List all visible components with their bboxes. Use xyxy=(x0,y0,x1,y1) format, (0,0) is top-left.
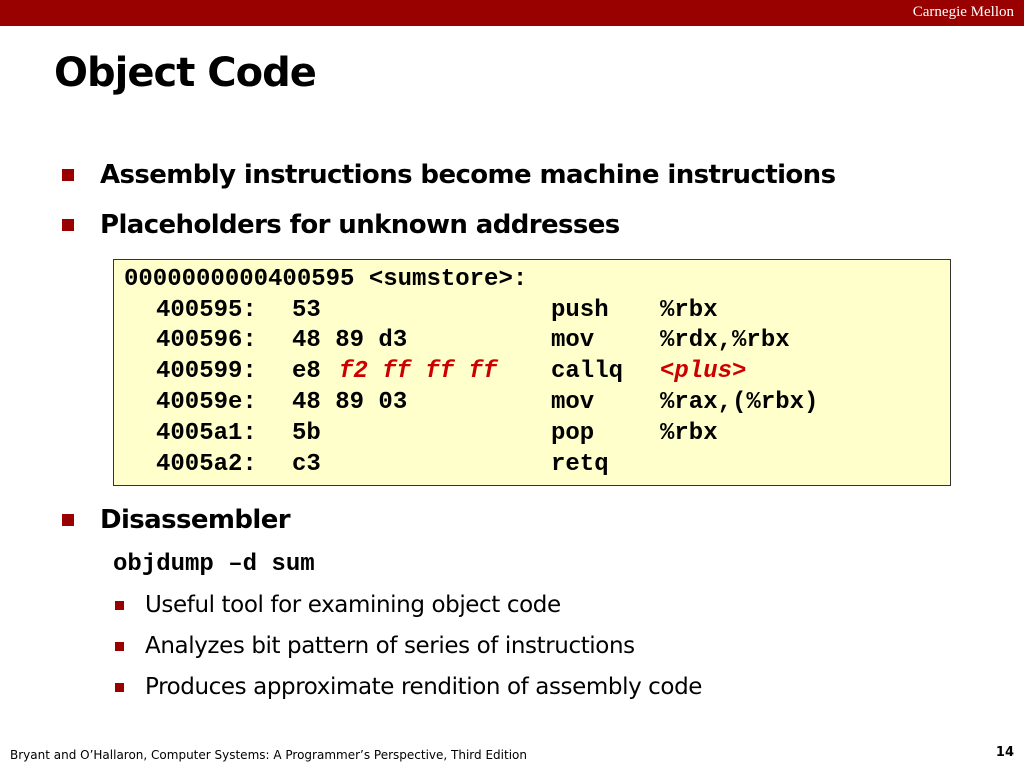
objdump-command: objdump –d sum xyxy=(113,551,315,578)
square-bullet-icon xyxy=(62,514,74,526)
code-listing: 0000000000400595 <sumstore>: 400595: 53 … xyxy=(113,259,951,486)
code-address: 4005a2: xyxy=(156,451,257,478)
bullet-item: Disassembler xyxy=(62,505,291,535)
code-operands: %rax,(%rbx) xyxy=(660,389,819,416)
code-mnemonic: callq xyxy=(551,358,624,385)
sub-bullet-item: Useful tool for examining object code xyxy=(115,592,561,618)
code-bytes: 48 89 03 xyxy=(292,389,408,416)
code-address: 4005a1: xyxy=(156,420,257,447)
code-mnemonic: push xyxy=(551,297,609,324)
sub-bullet-text: Useful tool for examining object code xyxy=(145,592,561,618)
sub-bullet-text: Analyzes bit pattern of series of instru… xyxy=(145,633,635,659)
code-address: 400599: xyxy=(156,358,257,385)
code-operands: %rbx xyxy=(660,420,718,447)
code-operands-placeholder: <plus> xyxy=(660,358,747,385)
bullet-text: Placeholders for unknown addresses xyxy=(100,210,620,240)
square-bullet-icon xyxy=(62,169,74,181)
code-bytes: c3 xyxy=(292,451,321,478)
square-bullet-icon xyxy=(115,600,124,610)
sub-bullet-text: Produces approximate rendition of assemb… xyxy=(145,674,703,700)
top-bar: Carnegie Mellon xyxy=(0,0,1024,26)
code-operands: %rbx xyxy=(660,297,718,324)
code-operands: %rdx,%rbx xyxy=(660,327,790,354)
code-bytes: 48 89 d3 xyxy=(292,327,408,354)
sub-bullet-item: Produces approximate rendition of assemb… xyxy=(115,674,702,700)
code-bytes: 5b xyxy=(292,420,321,447)
code-address: 40059e: xyxy=(156,389,257,416)
bullet-text: Disassembler xyxy=(100,505,291,535)
code-mnemonic: mov xyxy=(551,389,595,416)
code-mnemonic: pop xyxy=(551,420,595,447)
bullet-item: Placeholders for unknown addresses xyxy=(62,210,620,240)
code-mnemonic: mov xyxy=(551,327,595,354)
sub-bullet-item: Analyzes bit pattern of series of instru… xyxy=(115,633,635,659)
bullet-text: Assembly instructions become machine ins… xyxy=(100,160,836,190)
bullet-item: Assembly instructions become machine ins… xyxy=(62,160,836,190)
slide-title: Object Code xyxy=(54,50,317,96)
page-number: 14 xyxy=(995,745,1014,760)
square-bullet-icon xyxy=(115,641,124,651)
code-address: 400596: xyxy=(156,327,257,354)
code-bytes-placeholder: f2 ff ff ff xyxy=(339,358,498,385)
footer-citation: Bryant and O’Hallaron, Computer Systems:… xyxy=(10,748,527,762)
code-label: 0000000000400595 <sumstore>: xyxy=(124,266,528,293)
code-bytes: 53 xyxy=(292,297,321,324)
code-address: 400595: xyxy=(156,297,257,324)
code-bytes: e8 xyxy=(292,358,321,385)
square-bullet-icon xyxy=(115,682,124,692)
code-mnemonic: retq xyxy=(551,451,609,478)
brand-label: Carnegie Mellon xyxy=(912,4,1014,20)
square-bullet-icon xyxy=(62,219,74,231)
